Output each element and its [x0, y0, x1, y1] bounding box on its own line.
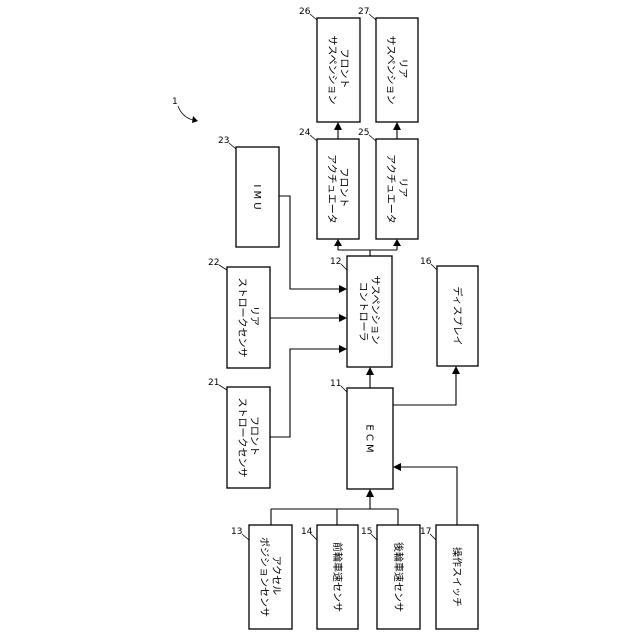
rear-stroke-sensor-ref: 22 [208, 258, 219, 268]
operation-switch-ref: 17 [420, 527, 431, 537]
arrow-rear-actuator-to-suspension [393, 122, 401, 130]
ecm-leader [341, 386, 347, 392]
rear-actuator-block: リア アクチュエータ 25 [358, 128, 418, 239]
front-wheel-speed-sensor-line-1: 前輪車速センサ [331, 542, 344, 612]
imu-block: I M U 23 [218, 136, 279, 247]
front-actuator-leader [310, 135, 317, 141]
figure-ref-arrow [178, 106, 193, 120]
rear-suspension-leader [369, 14, 376, 20]
rear-actuator-line-1: リア [397, 177, 408, 197]
display-leader [431, 264, 437, 270]
arrow-ecm-to-controller [366, 367, 374, 375]
front-stroke-sensor-ref: 21 [208, 378, 219, 388]
ecm-block: E C M 11 [330, 379, 393, 489]
figure-ref-label: 1 [172, 97, 178, 107]
display-ref: 16 [420, 257, 432, 267]
front-suspension-block: フロント サスペンション 26 [299, 7, 360, 122]
front-wheel-speed-sensor-leader [311, 534, 317, 540]
suspension-controller-line-2: コントローラ [357, 282, 369, 342]
wire-front-stroke-to-controller [270, 349, 339, 437]
arrow-rear-stroke-to-controller [339, 314, 347, 322]
front-suspension-line-2: サスペンション [326, 35, 338, 104]
rear-suspension-ref: 27 [358, 7, 369, 17]
imu-ref: 23 [218, 136, 229, 146]
arrow-imu-to-controller [339, 285, 347, 293]
operation-switch-line-1: 操作スイッチ [451, 547, 464, 607]
front-stroke-sensor-line-2: ストロークセンサ [236, 398, 248, 478]
rear-actuator-leader [369, 135, 376, 141]
arrow-front-stroke-to-controller [339, 345, 347, 353]
rear-wheel-speed-sensor-leader [371, 534, 377, 540]
suspension-controller-leader [341, 264, 347, 270]
front-stroke-sensor-leader [219, 385, 227, 390]
rear-suspension-line-2: サスペンション [385, 35, 397, 104]
front-actuator-line-2: アクチュエータ [326, 154, 338, 224]
svg-text:前輪車速センサ: 前輪車速センサ [331, 542, 344, 612]
svg-text:I M U: I M U [251, 184, 262, 209]
ecm-line-1: E C M [364, 424, 375, 452]
figure-reference: 1 [172, 97, 198, 123]
rear-stroke-sensor-line-2: ストロークセンサ [236, 278, 248, 358]
svg-text:操作スイッチ: 操作スイッチ [451, 547, 464, 607]
svg-text:ディスプレイ: ディスプレイ [451, 286, 464, 345]
arrow-switch-to-ecm [393, 463, 401, 471]
rear-wheel-speed-sensor-ref: 15 [361, 527, 372, 537]
arrow-to-front-actuator [334, 239, 342, 246]
rear-stroke-sensor-leader [219, 265, 227, 270]
accel-position-sensor-leader [242, 534, 249, 540]
rear-suspension-block: リア サスペンション 27 [358, 7, 418, 122]
arrow-ecm-to-display [452, 366, 460, 374]
rear-wheel-speed-sensor-block: 後輪車速センサ 15 [361, 525, 420, 629]
front-suspension-line-1: フロント [338, 48, 349, 88]
operation-switch-block: 操作スイッチ 17 [420, 525, 478, 629]
rear-stroke-sensor-line-1: リア [248, 306, 259, 326]
accel-position-sensor-line-1: アクセル [270, 556, 282, 596]
rear-actuator-line-2: アクチュエータ [385, 154, 397, 224]
rear-stroke-sensor-block: リア ストロークセンサ 22 [208, 258, 270, 368]
front-suspension-leader [310, 14, 317, 20]
operation-switch-leader [430, 534, 436, 540]
figure-ref-arrowhead [192, 116, 198, 123]
svg-text:E C M: E C M [364, 424, 375, 452]
svg-text:後輪車速センサ: 後輪車速センサ [392, 542, 405, 612]
front-actuator-ref: 24 [299, 128, 311, 138]
accel-position-sensor-line-2: ポジションセンサ [258, 537, 270, 617]
suspension-controller-ref: 12 [330, 257, 341, 267]
accel-position-sensor-ref: 13 [231, 527, 242, 537]
rear-wheel-speed-sensor-line-1: 後輪車速センサ [392, 542, 405, 612]
wire-switch-to-ecm [401, 467, 457, 525]
imu-leader [229, 143, 236, 149]
rear-actuator-ref: 25 [358, 128, 369, 138]
arrow-front-actuator-to-suspension [334, 122, 342, 130]
front-actuator-block: フロント アクチュエータ 24 [299, 128, 359, 239]
accel-position-sensor-block: アクセル ポジションセンサ 13 [231, 525, 292, 629]
front-stroke-sensor-line-1: フロント [248, 416, 259, 456]
front-wheel-speed-sensor-ref: 14 [301, 527, 313, 537]
arrow-to-rear-actuator [393, 239, 401, 246]
suspension-controller-line-1: サスペンション [369, 275, 381, 344]
front-wheel-speed-sensor-block: 前輪車速センサ 14 [301, 525, 358, 629]
wire-ecm-to-display [393, 374, 456, 405]
display-line-1: ディスプレイ [451, 286, 464, 345]
rear-suspension-line-1: リア [397, 58, 408, 78]
display-block: ディスプレイ 16 [420, 257, 478, 366]
imu-line-1: I M U [251, 184, 262, 209]
front-actuator-line-1: フロント [338, 167, 349, 207]
front-stroke-sensor-block: フロント ストロークセンサ 21 [208, 378, 270, 488]
front-suspension-ref: 26 [299, 7, 311, 17]
ecm-ref: 11 [330, 379, 341, 389]
arrow-bus-to-ecm [366, 489, 374, 497]
